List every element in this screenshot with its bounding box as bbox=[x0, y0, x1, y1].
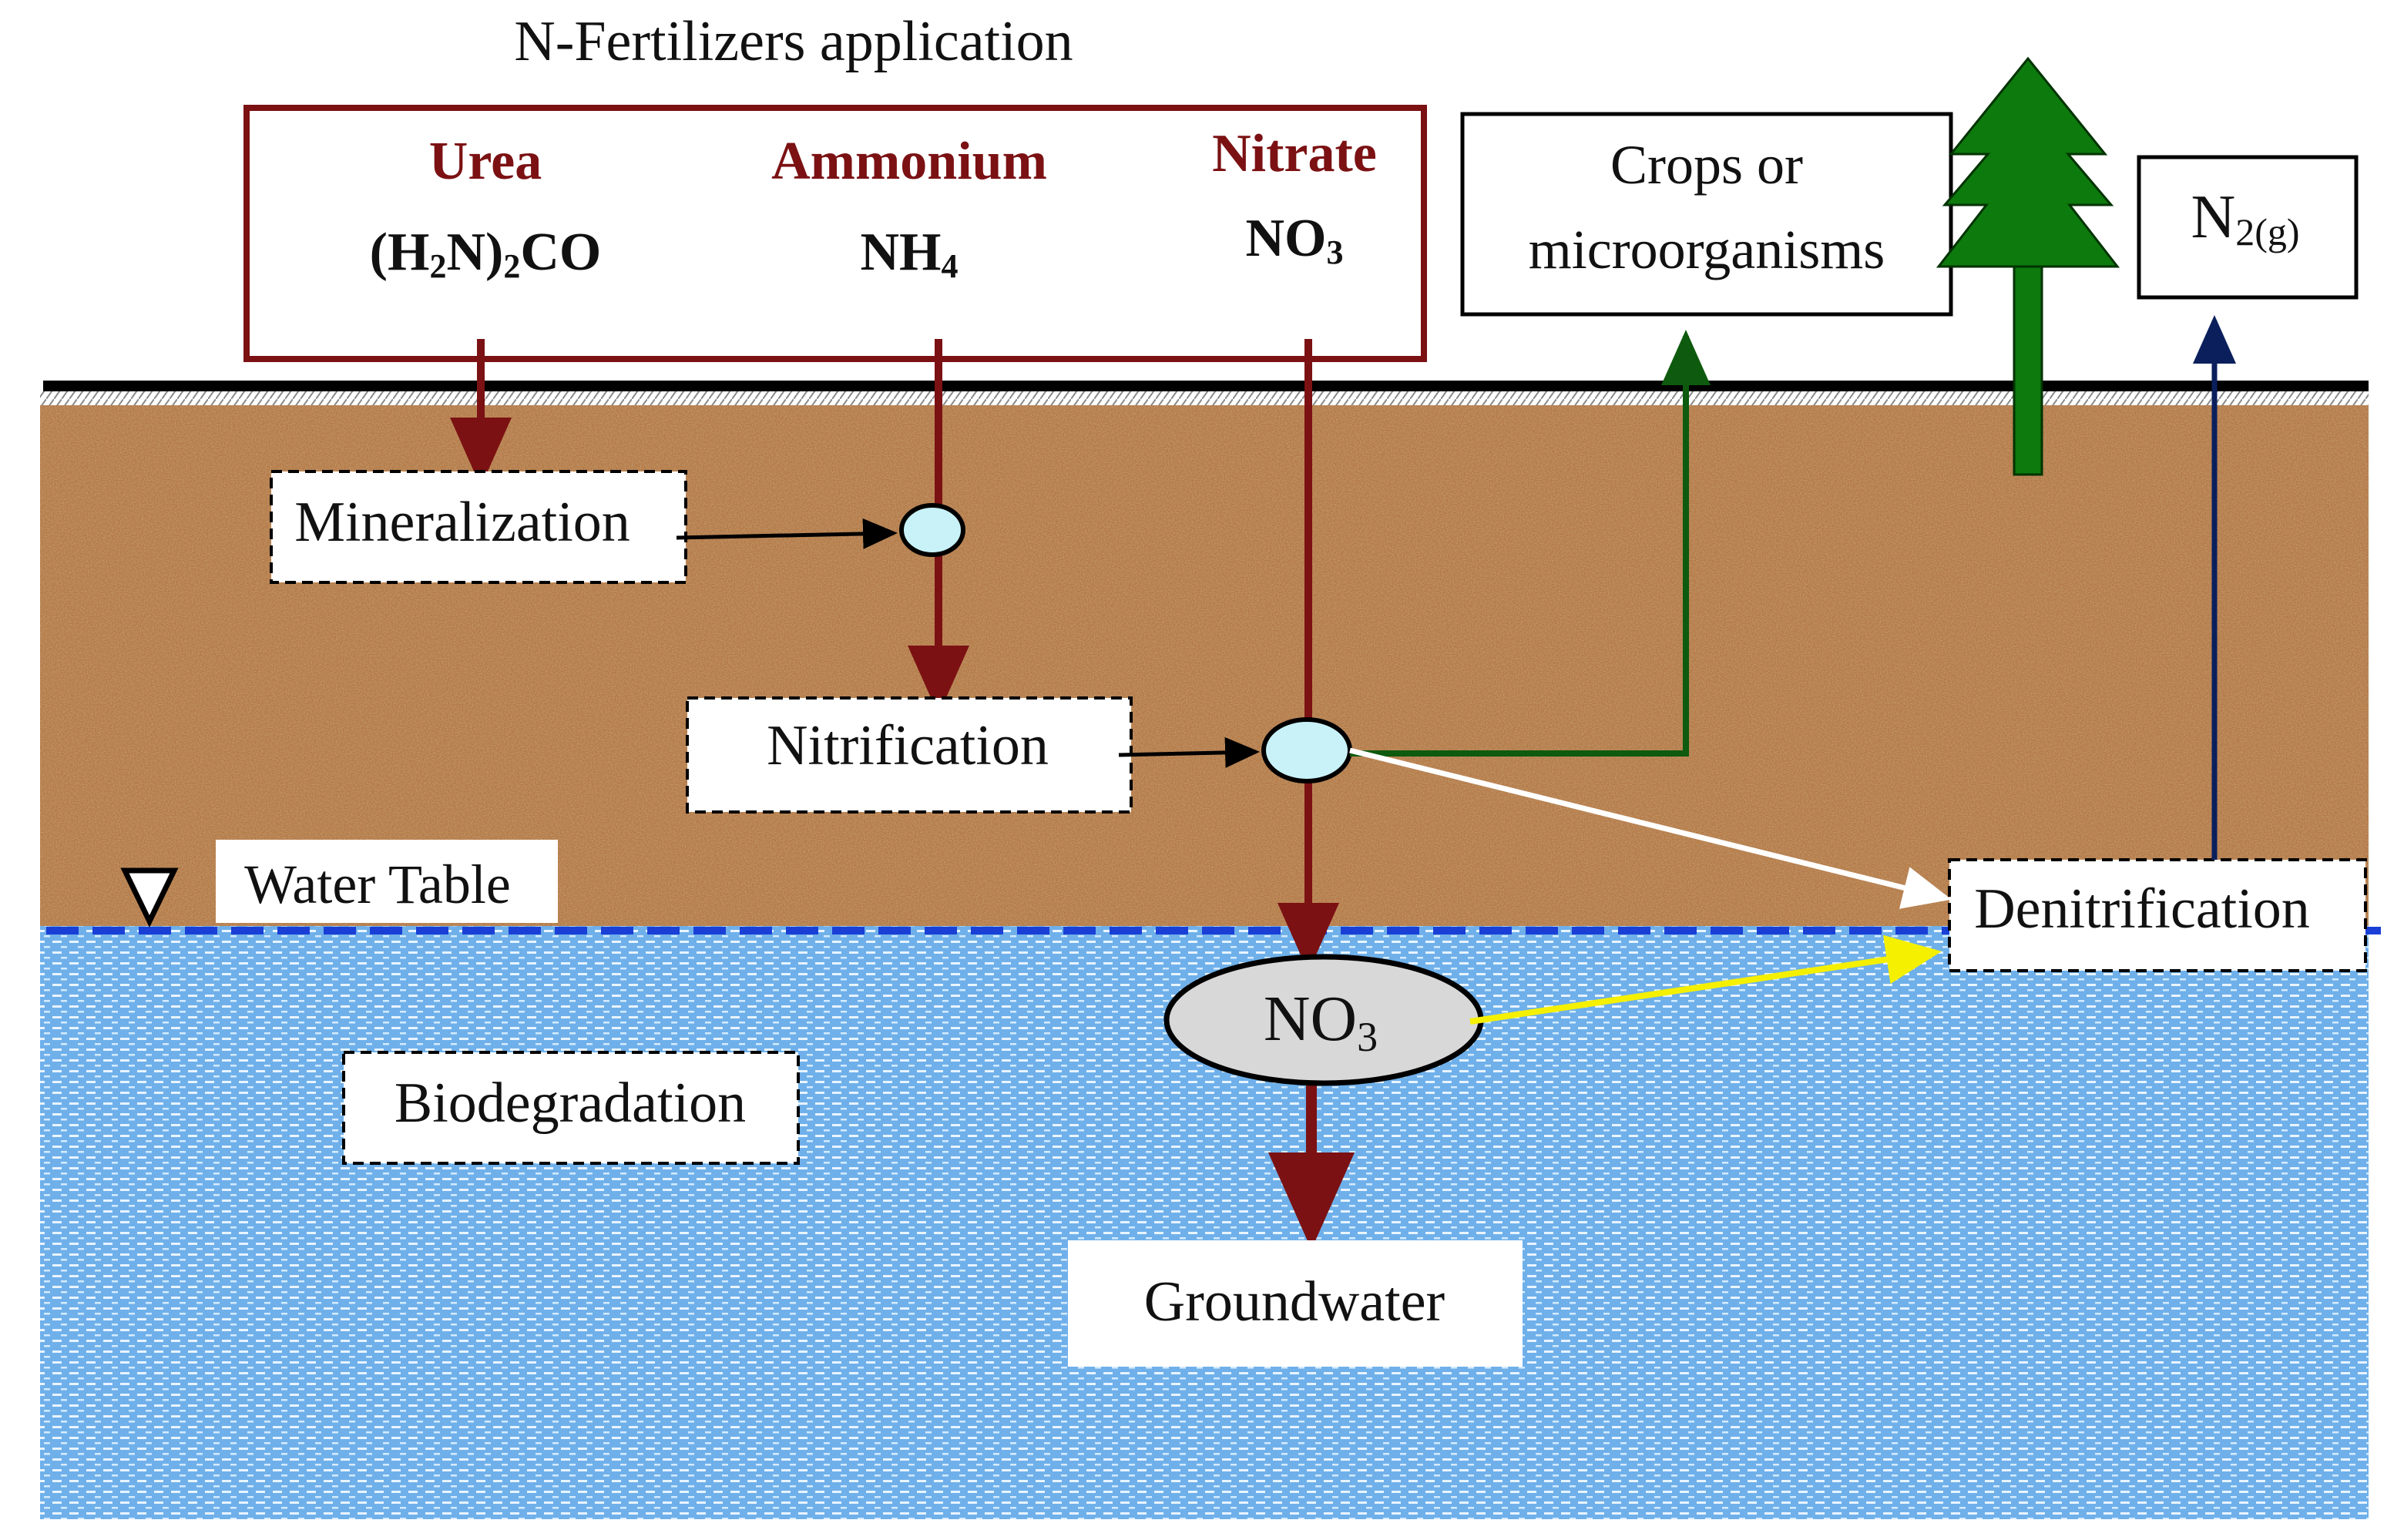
crop-uptake-arrow bbox=[1350, 330, 1711, 757]
no3-to-denitrification-arrow bbox=[1469, 934, 1942, 1025]
nitrate-formula: NO3 bbox=[1246, 209, 1344, 271]
nitrate-label: Nitrate bbox=[1212, 124, 1377, 183]
denitrification-box bbox=[1948, 858, 2367, 972]
ammonium-label: Ammonium bbox=[771, 132, 1047, 191]
mineralization-box bbox=[270, 470, 687, 584]
crops-line1: Crops or bbox=[1610, 134, 1803, 196]
groundwater-label-box bbox=[1068, 1240, 1523, 1367]
biodegradation-label: Biodegradation bbox=[395, 1072, 746, 1135]
crops-line2: microorganisms bbox=[1529, 219, 1885, 280]
urea-formula: (H2N)2CO bbox=[370, 223, 602, 285]
mineralization-label: Mineralization bbox=[294, 491, 630, 554]
biodegradation-box bbox=[342, 1051, 800, 1165]
fertilizer-box bbox=[243, 105, 1427, 362]
urea-label: Urea bbox=[429, 132, 542, 191]
tree-icon bbox=[1936, 56, 2120, 476]
ammonium-node bbox=[899, 503, 965, 557]
n2-box bbox=[2137, 155, 2359, 300]
nitrification-box bbox=[686, 696, 1133, 814]
water-table-label-box bbox=[216, 840, 558, 923]
denitrification-label: Denitrification bbox=[1974, 877, 2310, 941]
nitrification-arrow bbox=[1118, 736, 1260, 768]
water-table-triangle-icon bbox=[120, 867, 179, 928]
groundwater-label: Groundwater bbox=[1144, 1270, 1445, 1334]
n2-label: N2(g) bbox=[2191, 183, 2299, 253]
water-table-label: Water Table bbox=[244, 854, 511, 915]
nitrate-to-denitrification-arrow bbox=[1349, 747, 1952, 909]
crops-box bbox=[1460, 112, 1953, 317]
no3-groundwater-label: NO3 bbox=[1264, 983, 1378, 1060]
nitrate-node bbox=[1261, 717, 1352, 783]
ammonium-formula: NH4 bbox=[861, 223, 959, 285]
ground-surface bbox=[40, 381, 2369, 405]
nitrification-label: Nitrification bbox=[767, 714, 1049, 777]
diagram-title: N-Fertilizers application bbox=[514, 10, 1073, 73]
mineralization-arrow bbox=[676, 518, 898, 549]
